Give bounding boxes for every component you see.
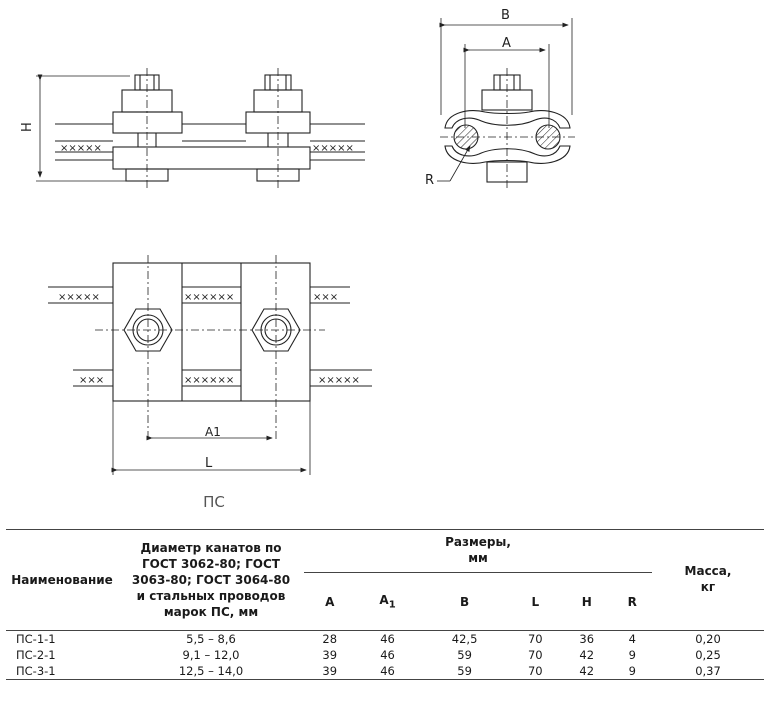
cell-mass: 0,20 (652, 630, 764, 647)
cell-a: 39 (304, 663, 356, 680)
dim-label-b: B (501, 8, 510, 23)
technical-drawings: ××××× ××××× H B (20, 8, 575, 475)
cell-l: 70 (509, 630, 562, 647)
header-dimensions-text: Размеры, мм (445, 535, 511, 565)
header-l: L (531, 594, 540, 609)
cell-name: ПС-3-1 (6, 663, 118, 680)
cell-h: 36 (561, 630, 613, 647)
plan-view: ××××× ×××××× ××× ××× ×××××× ××××× A1 L (48, 255, 372, 475)
cell-a: 28 (304, 630, 356, 647)
plan-crosses-5: ×××××× (184, 375, 234, 386)
cell-mass: 0,25 (695, 648, 721, 662)
header-a1: A1 (355, 573, 419, 631)
header-a: A (325, 594, 335, 609)
header-b: B (460, 594, 470, 609)
cell-r: 4 (612, 630, 652, 647)
header-a1-sub: 1 (388, 599, 396, 611)
cell-name: ПС-1-1 (6, 630, 118, 647)
cell-a1: 46 (355, 663, 420, 680)
cell-diameter: 12,5 – 14,0 (118, 663, 304, 680)
dim-label-r: R (425, 173, 434, 188)
header-name: Наименование (6, 529, 118, 631)
cell-h: 42 (561, 663, 613, 680)
header-a1-base: A (379, 592, 389, 607)
table-row: ПС-2-1 9,1 – 12,0 39 46 59 70 42 9 0,25 (6, 647, 764, 663)
cell-h: 42 (579, 648, 595, 662)
cell-l: 70 (509, 663, 562, 680)
drawing-caption: ПС (203, 493, 225, 511)
plan-crosses-6: ××××× (318, 375, 360, 386)
cell-mass: 0,37 (652, 663, 764, 680)
dim-label-a: A (502, 36, 511, 51)
cell-b: 59 (419, 663, 510, 680)
cell-a1: 46 (380, 648, 395, 662)
cell-b: 59 (457, 648, 472, 662)
cell-b: 42,5 (419, 630, 510, 647)
header-diameter: Диаметр канатов по ГОСТ 3062-80; ГОСТ 30… (118, 529, 304, 631)
table-row: ПС-1-1 5,5 – 8,6 28 46 42,5 70 36 4 0,20 (6, 630, 764, 647)
rope-crosses-right: ××××× (312, 143, 354, 154)
table-row: ПС-3-1 12,5 – 14,0 39 46 59 70 42 9 0,37 (6, 663, 764, 680)
plan-crosses-1: ××××× (58, 292, 100, 303)
plan-crosses-2: ×××××× (184, 292, 234, 303)
front-view: ××××× ××××× H (20, 68, 365, 188)
plan-crosses-4: ××× (79, 375, 104, 386)
header-dimensions: Размеры, мм (304, 529, 652, 573)
dim-label-a1: A1 (205, 425, 221, 439)
cell-name: ПС-2-1 (16, 648, 56, 662)
cell-a1: 46 (355, 630, 420, 647)
rope-crosses-left: ××××× (60, 143, 102, 154)
header-r: R (627, 594, 637, 609)
header-mass-text: Масса, кг (684, 564, 732, 594)
plan-crosses-3: ××× (313, 292, 338, 303)
side-view: B A R (425, 8, 575, 188)
dim-label-l: L (205, 456, 213, 471)
cell-diameter: 5,5 – 8,6 (118, 630, 304, 647)
cell-l: 70 (527, 648, 543, 662)
specs-table: Наименование Диаметр канатов по ГОСТ 306… (6, 529, 764, 680)
cell-r: 9 (612, 663, 652, 680)
dim-label-h: H (20, 122, 35, 132)
cell-r: 9 (628, 648, 636, 662)
cell-a: 39 (322, 648, 338, 662)
header-h: H (581, 594, 592, 609)
header-mass: Масса, кг (652, 529, 764, 631)
cell-diameter: 9,1 – 12,0 (182, 648, 240, 662)
